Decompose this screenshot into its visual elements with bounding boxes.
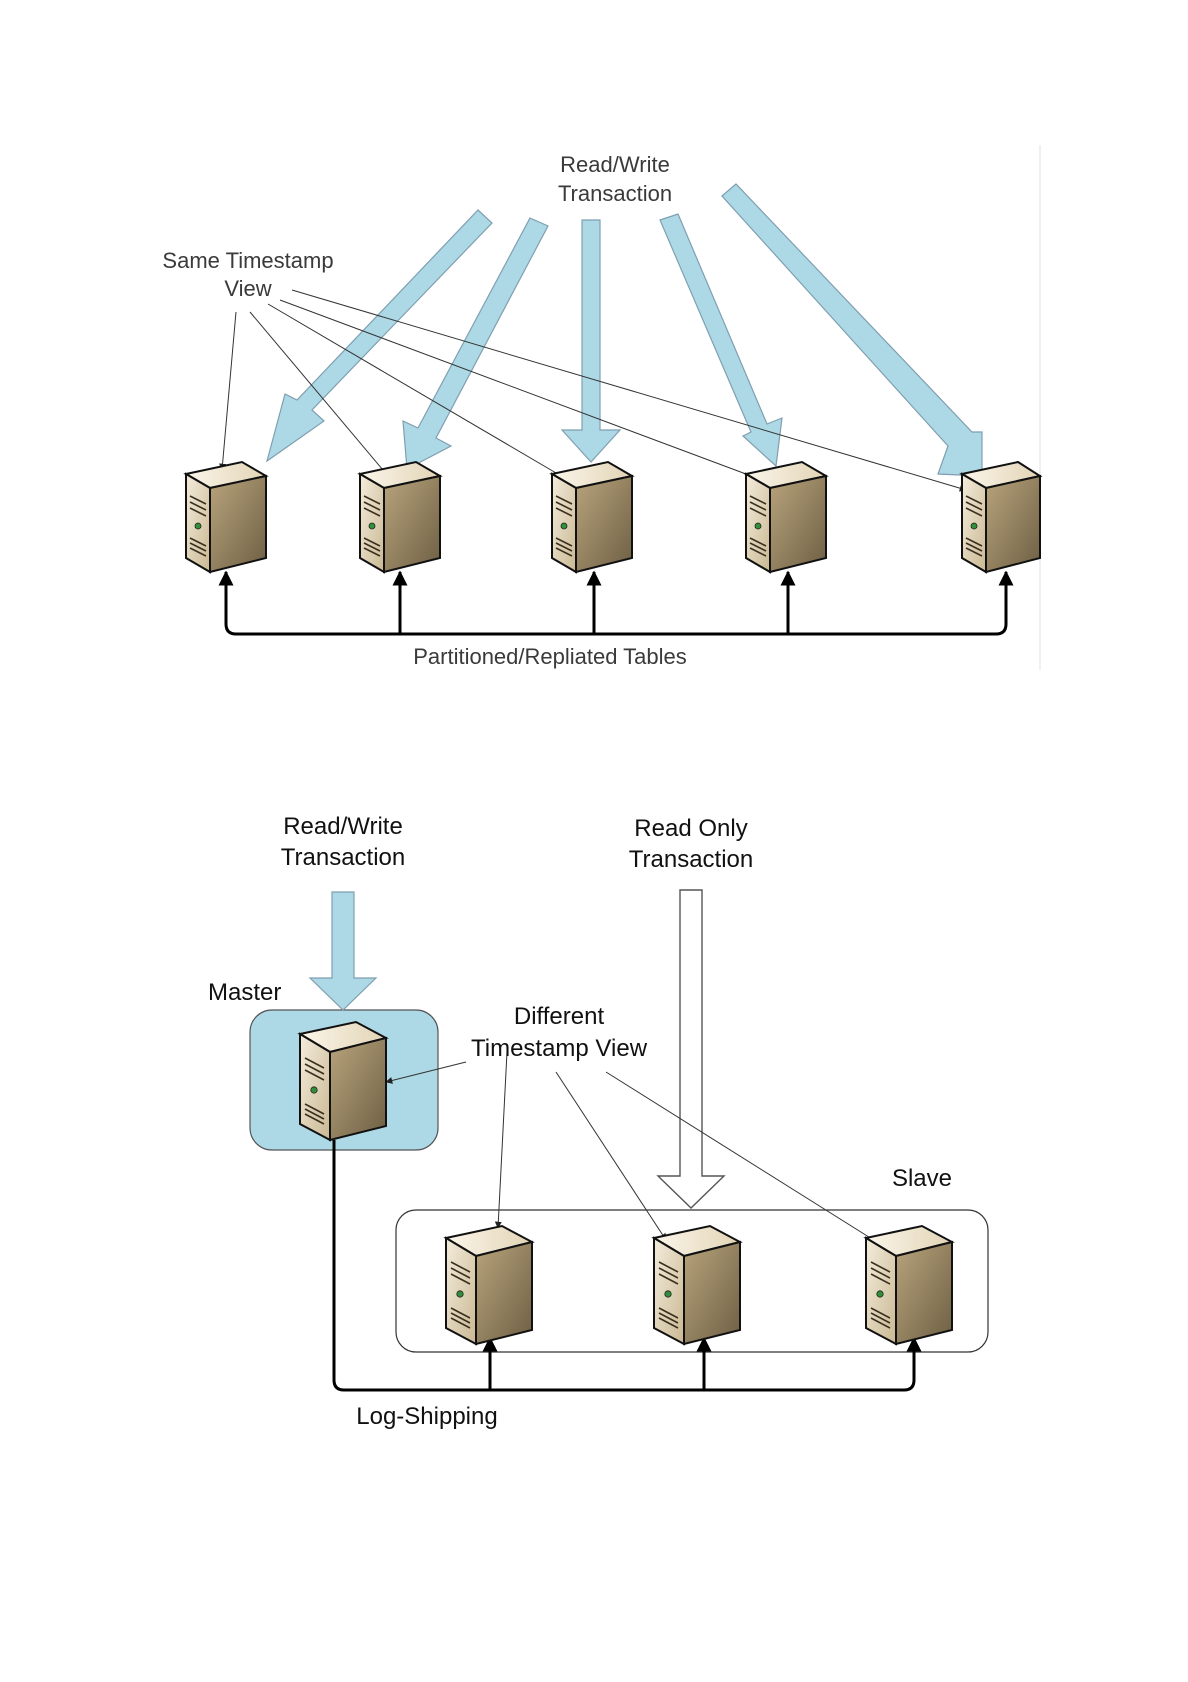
top-diagram: Read/Write Transaction Same Timestamp Vi… xyxy=(162,152,1040,669)
read-write-arrows xyxy=(267,184,982,476)
bottom-diagram: Read/Write Transaction Read Only Transac… xyxy=(208,813,988,1430)
server-icon xyxy=(552,462,632,572)
server-icon xyxy=(746,462,826,572)
rw-arrow-4 xyxy=(660,214,782,466)
bottom-timestamp-label-line1: Different xyxy=(514,1003,605,1030)
bottom-rw-label-line2: Transaction xyxy=(281,844,406,871)
bottom-rw-label-line1: Read/Write xyxy=(283,813,403,840)
bottom-timestamp-label-line2: Timestamp View xyxy=(471,1035,648,1062)
ro-label-line2: Transaction xyxy=(629,846,754,873)
read-only-arrow xyxy=(658,890,724,1208)
top-timestamp-label-line1: Same Timestamp xyxy=(162,248,333,273)
slave-label: Slave xyxy=(892,1165,952,1192)
bottom-rw-arrow xyxy=(310,892,376,1010)
master-label: Master xyxy=(208,979,281,1006)
top-timestamp-label-line2: View xyxy=(224,276,271,301)
top-tables-label: Partitioned/Repliated Tables xyxy=(413,644,687,669)
top-rw-label-line2: Transaction xyxy=(558,181,672,206)
top-rw-label-line1: Read/Write xyxy=(560,152,670,177)
ro-label-line1: Read Only xyxy=(634,815,747,842)
server-icon xyxy=(962,462,1040,572)
server-icon xyxy=(360,462,440,572)
server-icon xyxy=(866,1226,952,1344)
rw-arrow-2 xyxy=(403,218,548,469)
server-icon xyxy=(300,1022,386,1140)
log-shipping-label: Log-Shipping xyxy=(356,1403,497,1430)
server-icon xyxy=(446,1226,532,1344)
server-icon xyxy=(654,1226,740,1344)
server-icon xyxy=(186,462,266,572)
partition-bus xyxy=(226,572,1006,634)
rw-arrow-3 xyxy=(562,220,620,462)
